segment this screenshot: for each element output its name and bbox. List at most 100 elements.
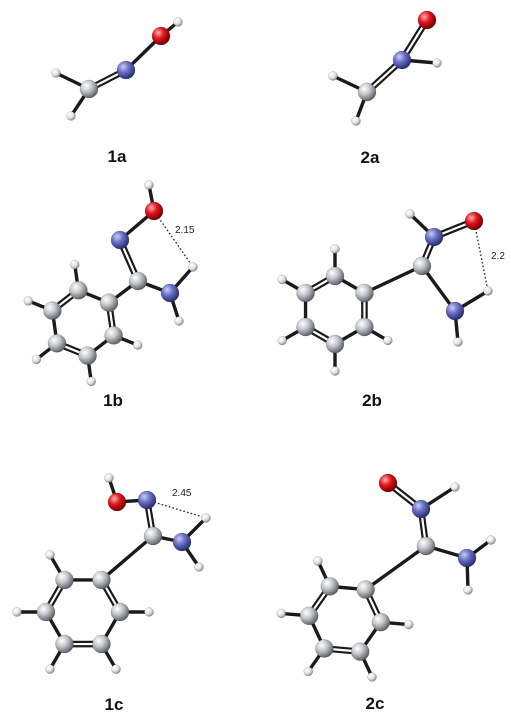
oxygen-atom bbox=[107, 492, 127, 512]
carbon-atom bbox=[299, 606, 319, 626]
carbon-atom bbox=[371, 612, 391, 632]
carbon-atom bbox=[55, 634, 74, 654]
hydrogen-atom bbox=[328, 71, 338, 81]
oxygen-atom bbox=[378, 473, 398, 493]
oxygen-atom bbox=[151, 26, 171, 46]
carbon-atom bbox=[355, 317, 374, 337]
carbon-atom bbox=[355, 283, 374, 303]
hydrogen-atom bbox=[173, 17, 183, 27]
molecule-2c-bonds bbox=[279, 480, 493, 679]
hydrogen-bond-1c bbox=[146, 499, 207, 519]
carbon-atom bbox=[325, 334, 345, 354]
hydrogen-atom bbox=[132, 340, 143, 350]
hydrogen-bond-2b bbox=[473, 220, 489, 292]
carbon-atom bbox=[55, 570, 74, 590]
hydrogen-atom bbox=[111, 664, 121, 674]
bond bbox=[363, 544, 428, 592]
hydrogen-atom bbox=[303, 666, 314, 677]
bond bbox=[99, 534, 155, 582]
hydrogen-atom bbox=[277, 335, 287, 346]
molecule-1a-atoms bbox=[51, 17, 183, 121]
hydrogen-atom bbox=[404, 619, 414, 630]
nitrogen-atom bbox=[411, 499, 431, 519]
carbon-atom bbox=[315, 639, 334, 658]
molecule-2a-bonds bbox=[331, 17, 439, 123]
carbon-atom bbox=[99, 293, 119, 312]
molecule-2c-atoms bbox=[276, 473, 496, 682]
distance-label-1b: 2.15 bbox=[175, 225, 195, 236]
hydrogen-atom bbox=[405, 209, 415, 219]
bond bbox=[362, 264, 424, 295]
bond bbox=[420, 264, 457, 313]
oxygen-atom bbox=[417, 10, 437, 30]
hydrogen-atom bbox=[194, 562, 204, 572]
hydrogen-atom bbox=[51, 68, 61, 78]
hydrogen-atom bbox=[188, 262, 198, 272]
hydrogen-atom bbox=[367, 672, 377, 682]
carbon-atom bbox=[412, 256, 432, 276]
hydrogen-atom bbox=[201, 513, 211, 523]
hydrogen-atom bbox=[45, 550, 55, 560]
carbon-atom bbox=[143, 526, 163, 546]
hydrogen-atom bbox=[276, 608, 286, 619]
compound-label-2a: 2a bbox=[361, 148, 380, 167]
molecule-1c-atoms bbox=[12, 473, 211, 674]
carbon-atom bbox=[104, 326, 123, 345]
oxygen-atom bbox=[464, 211, 484, 231]
nitrogen-atom bbox=[172, 532, 192, 552]
text-layer: 1a 2a 2.15 1b 2.2 2b 2.45 1c 2c bbox=[103, 147, 505, 714]
carbon-atom bbox=[416, 536, 436, 556]
compound-label-1a: 1a bbox=[108, 147, 127, 166]
hydrogen-atom bbox=[174, 316, 184, 326]
carbon-atom bbox=[92, 570, 111, 590]
hydrogen-atom bbox=[450, 482, 460, 492]
carbon-atom bbox=[320, 577, 340, 596]
hydrogen-atom bbox=[330, 244, 340, 254]
carbon-atom bbox=[350, 642, 370, 661]
carbon-atom bbox=[356, 580, 375, 599]
carbon-atom bbox=[43, 301, 62, 320]
hydrogen-atom bbox=[463, 585, 473, 595]
hydrogen-atom bbox=[432, 58, 442, 68]
hydrogen-atom bbox=[351, 116, 361, 126]
distance-label-1c: 2.45 bbox=[172, 488, 192, 499]
compound-label-1b: 1b bbox=[103, 391, 123, 410]
nitrogen-atom bbox=[160, 283, 180, 303]
hydrogen-atom bbox=[104, 473, 114, 483]
hydrogen-atom bbox=[66, 111, 76, 121]
hydrogen-atom bbox=[45, 664, 55, 674]
carbon-atom bbox=[79, 79, 99, 99]
nitrogen-atom bbox=[457, 548, 477, 568]
carbon-atom bbox=[128, 271, 148, 291]
distance-label-2b: 2.2 bbox=[491, 251, 505, 262]
atoms-layer bbox=[12, 10, 496, 682]
compound-label-2b: 2b bbox=[362, 391, 382, 410]
hydrogen-atom bbox=[31, 354, 42, 365]
nitrogen-atom bbox=[445, 301, 465, 321]
hydrogen-atom bbox=[86, 376, 96, 387]
carbon-atom bbox=[78, 346, 97, 365]
carbon-atom bbox=[296, 283, 315, 303]
hydrogen-atom bbox=[313, 556, 323, 566]
nitrogen-atom bbox=[424, 227, 444, 247]
hydrogen-atom bbox=[70, 259, 80, 270]
hydrogen-atom bbox=[486, 535, 496, 545]
molecule-2b-atoms bbox=[277, 209, 493, 376]
carbon-atom bbox=[92, 634, 111, 654]
carbon-atom bbox=[357, 82, 377, 102]
hydrogen-atom bbox=[12, 607, 22, 617]
compound-label-1c: 1c bbox=[105, 695, 124, 714]
hydrogen-atom bbox=[330, 366, 340, 376]
compound-label-2c: 2c bbox=[366, 694, 385, 713]
molecule-2a-atoms bbox=[328, 10, 442, 126]
oxygen-atom bbox=[144, 201, 164, 221]
carbon-atom bbox=[69, 281, 88, 300]
carbon-atom bbox=[36, 602, 56, 622]
hydrogen-atom bbox=[277, 274, 287, 285]
carbon-atom bbox=[110, 602, 130, 622]
nitrogen-atom bbox=[137, 490, 157, 510]
nitrogen-atom bbox=[116, 60, 136, 80]
hydrogen-atom bbox=[23, 296, 34, 306]
hydrogen-atom bbox=[144, 180, 154, 190]
hydrogen-atom bbox=[383, 335, 393, 346]
